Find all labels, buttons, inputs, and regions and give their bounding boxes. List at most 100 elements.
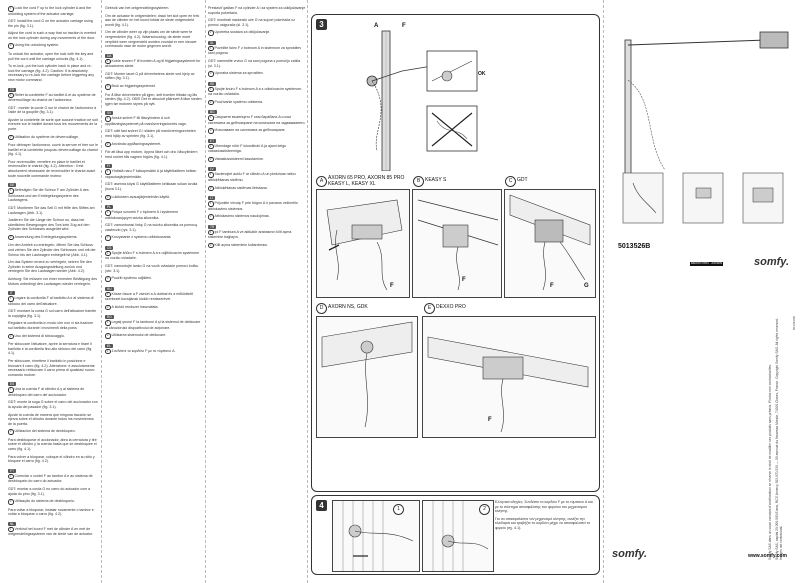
paragraph-text: Uso del sistema di sbloccaggio. bbox=[14, 333, 65, 338]
paragraph-text: Legare la cordicella F al barilotto A e … bbox=[8, 296, 94, 306]
legal-text-2: Somfy SAS dans un souci constant d'améli… bbox=[768, 364, 772, 560]
paragraph-text: Ajuster la cordelette de sorte que aucun… bbox=[8, 117, 98, 131]
paragraph-text: GDT: sätt fast snöret G i släden på manö… bbox=[105, 129, 196, 138]
paragraph-text: GDT: monte la soga G sobre el carro del … bbox=[8, 400, 98, 409]
paragraph-text: Spojte šňůru F s bubnem A a s odjišťovac… bbox=[105, 250, 200, 261]
language-tag: PT bbox=[8, 468, 17, 473]
paragraph-text: Prestaviť gaštan F na cylinder A i za sy… bbox=[208, 6, 306, 15]
paragraph-text: Prijunkite virvutę F prie būgno A ir pav… bbox=[208, 201, 298, 211]
step-number: 2 bbox=[208, 99, 214, 106]
paragraph-text: Para volver a bloquear, coloque el cilin… bbox=[8, 454, 95, 464]
paragraph-text: Savienojiet auklu F ar cilindru A un pie… bbox=[208, 172, 296, 182]
fold-line bbox=[101, 0, 102, 583]
unlock-step-2-illustration: 2 bbox=[422, 500, 494, 572]
paragraph: For å låse drivenheten på igjen, sett tr… bbox=[105, 93, 203, 107]
paragraph-text: Para desbloquear el accionador, abra la … bbox=[8, 437, 97, 452]
paragraph-text: GDT: install the cord G on the actuator … bbox=[8, 19, 93, 28]
unlock-step-1-illustration: 1 bbox=[332, 500, 420, 572]
panel-b-marker: B bbox=[413, 176, 424, 187]
step-number: 2 bbox=[8, 43, 14, 49]
paragraph-text: Um das System erneut zu verriegeln, setz… bbox=[8, 260, 92, 274]
paragraph: GDT: montare la corda G sul carro dell'a… bbox=[8, 309, 98, 318]
paragraph-text: Συνδέστε το κορδόνι F με το τύμπανο A. bbox=[111, 348, 176, 353]
somfy-logo-bottom: somfy. bbox=[612, 548, 648, 560]
step-number: 2 bbox=[208, 242, 214, 249]
paragraph: Pour reverrouiller, remettre en place le… bbox=[8, 160, 98, 178]
paragraph-text: Atbloķēšanas sistēmas lietošana. bbox=[214, 185, 268, 190]
paragraph: GDT: montar a corda G no carro do actuad… bbox=[8, 487, 98, 496]
language-tag: EL bbox=[105, 343, 113, 348]
paragraph: To re-lock, put the lock cylinder back i… bbox=[8, 64, 98, 82]
paragraph-text: Relier la cordelette F au barillet A et … bbox=[8, 92, 96, 103]
step-number: 2 bbox=[208, 30, 214, 36]
paragraph: GDT: Montieren Sie das Seil G mit Hilfe … bbox=[8, 206, 98, 215]
paragraph-text: To re-lock, put the lock cylinder back i… bbox=[8, 64, 95, 82]
paragraph-text: A kioldó rendszer használata. bbox=[111, 304, 159, 309]
paragraph-text: GDT: Montieren Sie das Seil G mit Hilfe … bbox=[8, 205, 95, 215]
paragraph-text: Per sbloccare l'attuatore, aprire la ser… bbox=[8, 342, 93, 356]
fold-line bbox=[307, 0, 308, 583]
paragraph: Ajuste la cuerda de manera que ninguna t… bbox=[8, 413, 98, 427]
language-tag: DE bbox=[8, 183, 17, 188]
paragraph-text: GDT: asenna köysi G käyttölaitteen kelkk… bbox=[105, 182, 198, 191]
paragraph-text: Pour débrayer l'actionneur, ouvrir la se… bbox=[8, 143, 98, 157]
paragraph-text: GDT: zamontować linkę G na wózku siłowni… bbox=[105, 223, 197, 232]
step-number: 2 bbox=[8, 499, 14, 505]
paragraph-text: Kilit açma sisteminin kullanılması. bbox=[214, 242, 269, 247]
paragraph-text: Vabastussüsteemi kasutamine. bbox=[214, 156, 264, 161]
paragraph-text: Korzystanie z systemu odblokowania. bbox=[111, 235, 172, 240]
language-tag: TR bbox=[208, 224, 217, 229]
panel-e-illustration bbox=[422, 316, 596, 438]
paragraph: Ajuster la cordelette de sorte que aucun… bbox=[8, 118, 98, 132]
paragraph-text: Regolare la cordicella in modo che non v… bbox=[8, 321, 94, 331]
paragraph-text: GDT: Monter tauet G på drivenhetens sled… bbox=[105, 71, 195, 81]
panel-d-title: AXORN NS, GDK bbox=[328, 304, 368, 310]
paragraph: Per sbloccare, rimettere il barilotto in… bbox=[8, 359, 98, 377]
paragraph: GDT : monter la corde G sur le chariot d… bbox=[8, 106, 98, 115]
language-tag: LT bbox=[208, 196, 216, 201]
paragraph: Pour débrayer l'actionneur, ouvrir la se… bbox=[8, 143, 98, 157]
paragraph-text: Používanie systému odistenia. bbox=[214, 99, 264, 104]
paragraph-text: Justieren Sie die Länge der Schnur so, d… bbox=[8, 218, 90, 232]
step-number: 2 bbox=[208, 71, 214, 77]
paragraph-text: Gebruik van het ontgrendelingssysteem. bbox=[105, 6, 170, 10]
paragraph-text: Połącz sznurek F z bębnem A i systemem o… bbox=[105, 210, 179, 220]
paragraph: Um den Antrieb zu entriegeln, öffnen Sie… bbox=[8, 243, 98, 257]
label-ok: OK bbox=[478, 71, 486, 77]
step-marker: 2 bbox=[479, 504, 490, 515]
paragraph-text: To unlock the actuator, open the lock wi… bbox=[8, 51, 94, 61]
panel-d-marker: D bbox=[316, 303, 327, 314]
paragraph: Para voltar a bloquear, instalar novamen… bbox=[8, 508, 98, 517]
language-tag: ES bbox=[8, 382, 17, 387]
paragraph-text: Uporaba sistema za sprostitev. bbox=[214, 71, 264, 76]
paragraph: Prestaviť gaštan F na cylinder A i za sy… bbox=[208, 6, 306, 15]
step-number: 2 bbox=[105, 141, 111, 148]
step-thumbnails bbox=[622, 172, 784, 224]
paragraph: GDT: Monter tauet G på drivenhetens sled… bbox=[105, 72, 203, 81]
language-tag: BG bbox=[208, 110, 217, 115]
paragraph-text: Befestigen Sie die Schnur F am Zylinder … bbox=[8, 188, 89, 203]
paragraph: Para desbloquear el accionador, abra la … bbox=[8, 438, 98, 452]
website-url: www.somfy.com bbox=[748, 553, 787, 559]
paragraph-text: Използване на системата за деблокиране. bbox=[214, 128, 286, 133]
greek-paragraph-2: Για να απασφαλίσετε τον μηχανισμό κίνηση… bbox=[495, 516, 591, 530]
section-number: 3 bbox=[316, 19, 327, 30]
paragraph: För att låsa upp motorn, öppna låset och… bbox=[105, 150, 203, 159]
